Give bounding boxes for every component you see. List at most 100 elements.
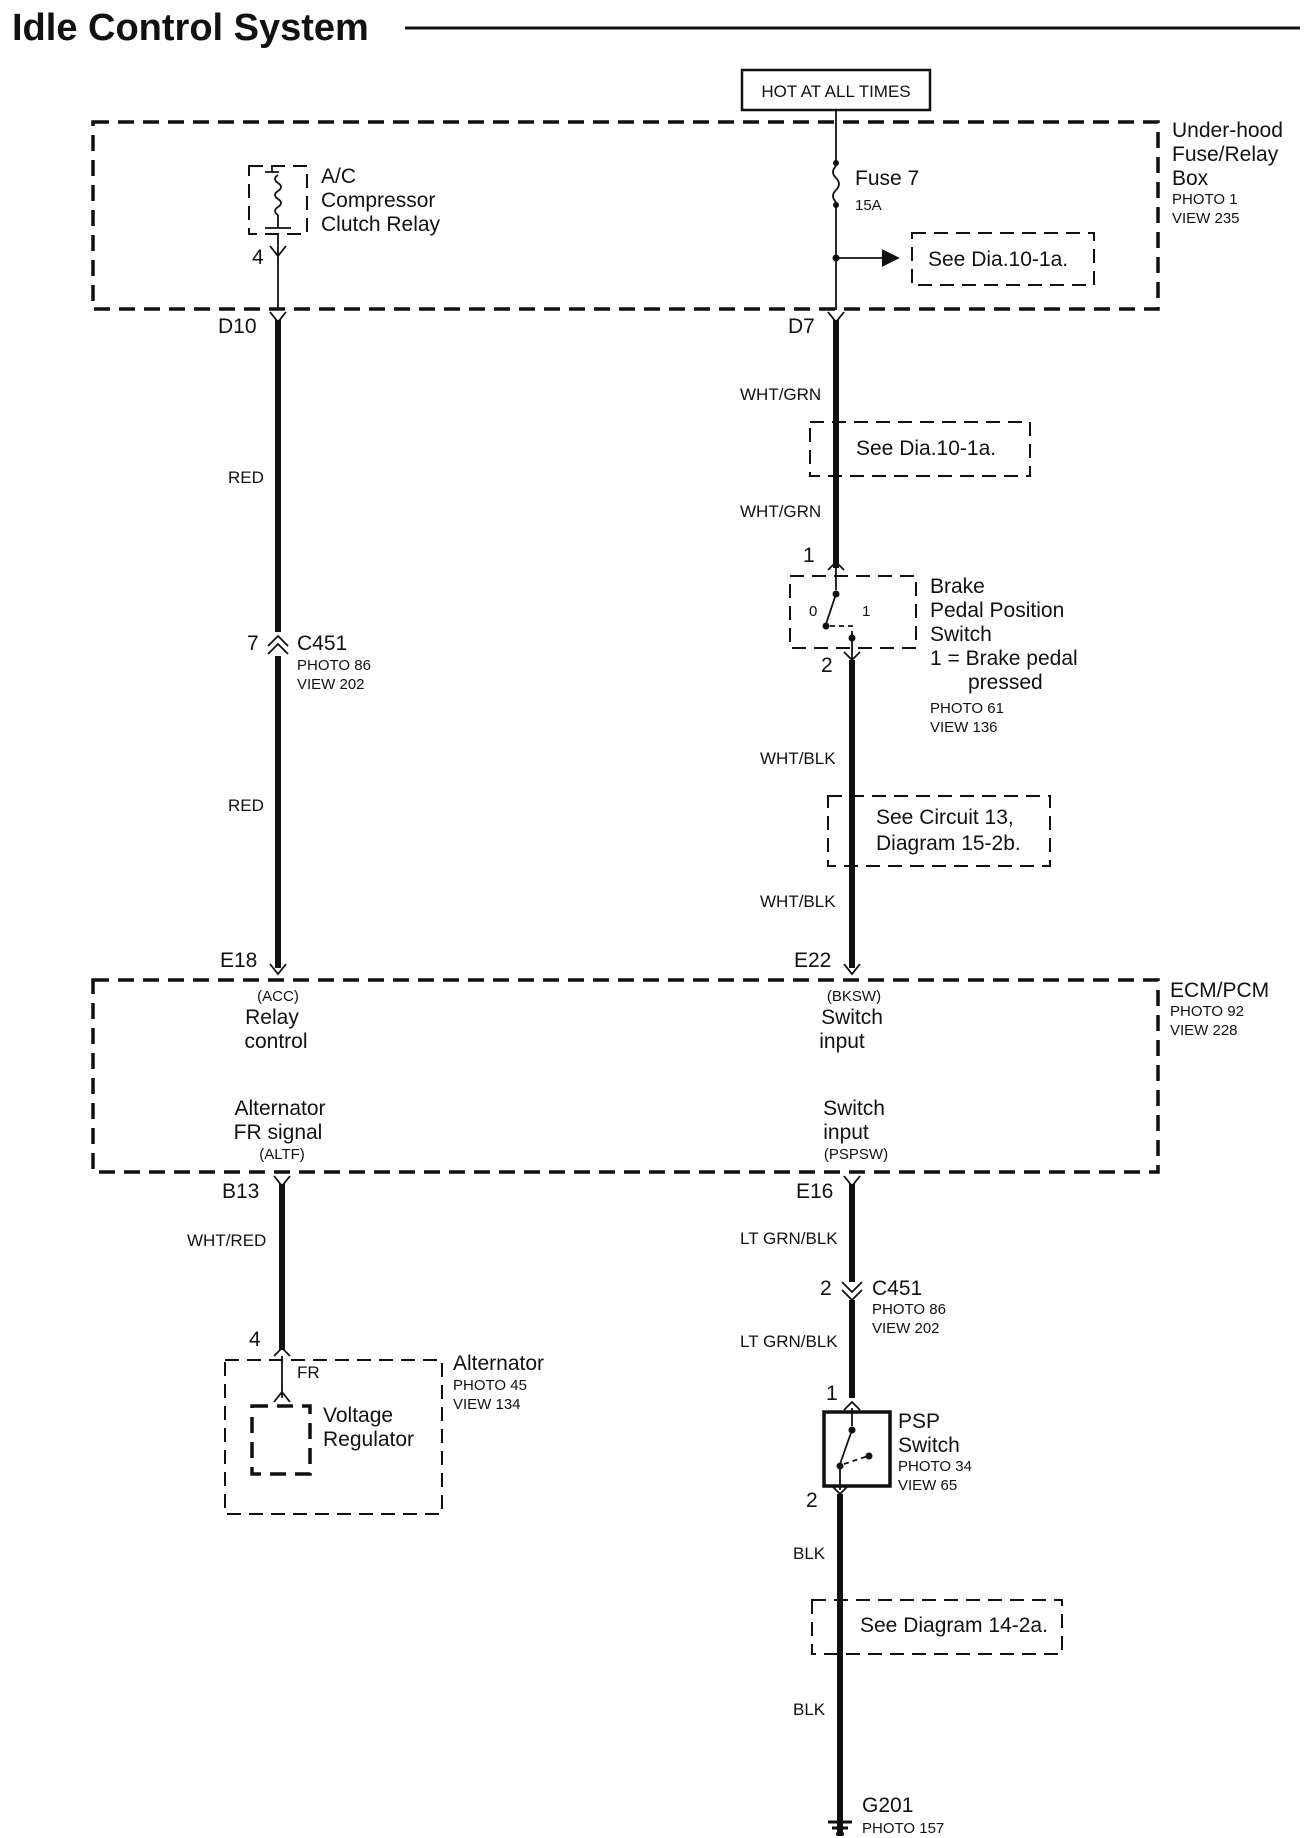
fuse-box-label-line2: Fuse/Relay xyxy=(1172,143,1279,166)
fuse-box-view: VIEW 235 xyxy=(1172,210,1240,227)
alternator-view: VIEW 134 xyxy=(453,1396,521,1413)
ecm-bksw-tag: (BKSW) xyxy=(827,988,881,1005)
brake-pin1-fork xyxy=(827,560,845,571)
psp-photo: PHOTO 34 xyxy=(898,1458,972,1475)
ecm-view: VIEW 228 xyxy=(1170,1022,1238,1039)
ref-circuit-13-line1[interactable]: See Circuit 13, xyxy=(876,806,1014,829)
brake-switch-pos-1: 1 xyxy=(862,603,870,620)
ecm-altf-line2: FR signal xyxy=(234,1121,323,1144)
alt-pin-4: 4 xyxy=(249,1328,261,1351)
ref-dia-10-1a-mid-box xyxy=(809,421,1031,477)
voltage-regulator-line1: Voltage xyxy=(323,1404,393,1427)
wire-label-red-upper: RED xyxy=(228,468,264,487)
brake-note-line1: 1 = Brake pedal xyxy=(930,647,1078,670)
brake-label-line3: Switch xyxy=(930,623,992,646)
hot-at-all-times-label: HOT AT ALL TIMES xyxy=(761,82,910,101)
ref-circuit-13-line2[interactable]: Diagram 15-2b. xyxy=(876,832,1021,855)
alt-fr-fork xyxy=(273,1390,291,1403)
c451-left-connector-icon xyxy=(267,634,289,655)
pin-d7: D7 xyxy=(788,315,815,338)
ecm-bksw-line1: Switch xyxy=(821,1006,883,1029)
brake-switch-pos-0: 0 xyxy=(809,603,817,620)
ecm-acc-tag: (ACC) xyxy=(257,988,299,1005)
page-title: Idle Control System xyxy=(12,7,369,49)
psp-pin-1: 1 xyxy=(826,1382,838,1405)
c451-left-name: C451 xyxy=(297,632,347,655)
relay-pin-4: 4 xyxy=(252,246,264,269)
ref-dia-14-2a[interactable]: See Diagram 14-2a. xyxy=(860,1614,1048,1637)
pin-e16: E16 xyxy=(796,1180,833,1203)
c451-left-view: VIEW 202 xyxy=(297,676,365,693)
ecm-pspsw-line2: input xyxy=(823,1121,869,1144)
fuse-name: Fuse 7 xyxy=(855,167,919,190)
psp-contact-1 xyxy=(865,1452,873,1460)
wire-label-blk-upper: BLK xyxy=(793,1544,826,1563)
relay-pin-fork xyxy=(269,245,287,258)
ground-icon xyxy=(828,1820,852,1836)
brake-label-line1: Brake xyxy=(930,575,985,598)
fuse-terminal-top xyxy=(833,160,839,166)
alt-fr-label: FR xyxy=(297,1363,320,1382)
pin-e22-fork xyxy=(843,963,861,976)
psp-label-line1: PSP xyxy=(898,1410,940,1433)
ref-dia-10-1a-mid[interactable]: See Dia.10-1a. xyxy=(856,437,996,460)
ecm-bksw-line2: input xyxy=(819,1030,865,1053)
wire-label-whtblk-lower: WHT/BLK xyxy=(760,892,836,911)
pin-e22: E22 xyxy=(794,949,831,972)
pin-e18: E18 xyxy=(220,949,257,972)
brake-label-line2: Pedal Position xyxy=(930,599,1064,622)
ecm-pspsw-tag: (PSPSW) xyxy=(824,1146,888,1163)
psp-switch-outline xyxy=(822,1410,892,1488)
ground-name: G201 xyxy=(862,1794,913,1817)
brake-switch-outline xyxy=(789,575,917,649)
brake-pin-1: 1 xyxy=(803,544,815,567)
ecm-photo: PHOTO 92 xyxy=(1170,1003,1244,1020)
fuse-icon xyxy=(832,165,840,203)
ecm-pspsw-line1: Switch xyxy=(823,1097,885,1120)
ecm-acc-line1: Relay xyxy=(245,1006,299,1029)
wire-label-whtgrn-lower: WHT/GRN xyxy=(740,502,821,521)
c451-left-pin: 7 xyxy=(247,632,259,655)
relay-coil-icon xyxy=(265,166,291,229)
ecm-acc-line2: control xyxy=(244,1030,307,1053)
fuse-relay-box-outline xyxy=(91,120,1160,311)
c451-right-connector-icon xyxy=(841,1281,863,1302)
relay-label-line1: A/C xyxy=(321,165,356,188)
psp-switch-path xyxy=(843,1455,869,1465)
voltage-regulator-outline xyxy=(250,1404,312,1476)
ref-circuit-13-box xyxy=(827,795,1051,867)
brake-switch-blade xyxy=(825,593,837,625)
ref-dia-10-1a-top[interactable]: See Dia.10-1a. xyxy=(928,248,1068,271)
wire-label-blk-lower: BLK xyxy=(793,1700,826,1719)
ecm-altf-tag: (ALTF) xyxy=(259,1146,305,1163)
fuse-box-photo: PHOTO 1 xyxy=(1172,191,1238,208)
brake-note-line2: pressed xyxy=(968,671,1043,694)
pin-d10: D10 xyxy=(218,315,257,338)
psp-label-line2: Switch xyxy=(898,1434,960,1457)
alternator-name: Alternator xyxy=(453,1352,544,1375)
wire-label-red-lower: RED xyxy=(228,796,264,815)
brake-photo: PHOTO 61 xyxy=(930,700,1004,717)
ecm-name: ECM/PCM xyxy=(1170,979,1269,1002)
psp-view: VIEW 65 xyxy=(898,1477,957,1494)
brake-contact-pivot xyxy=(822,622,830,630)
voltage-regulator-line2: Regulator xyxy=(323,1428,414,1451)
brake-view: VIEW 136 xyxy=(930,719,998,736)
relay-label-line3: Clutch Relay xyxy=(321,213,441,236)
pin-b13: B13 xyxy=(222,1180,259,1203)
ecm-altf-line1: Alternator xyxy=(234,1097,325,1120)
alternator-photo: PHOTO 45 xyxy=(453,1377,527,1394)
brake-pin-2: 2 xyxy=(821,654,833,677)
ref-dia-14-2a-box xyxy=(811,1599,1063,1655)
pin-e18-fork xyxy=(269,963,287,976)
wire-label-ltgrnblk-lower: LT GRN/BLK xyxy=(740,1332,838,1351)
fuse-box-label-line1: Under-hood xyxy=(1172,119,1283,142)
alternator-outline xyxy=(224,1359,443,1515)
wire-label-whtblk-upper: WHT/BLK xyxy=(760,749,836,768)
relay-label-line2: Compressor xyxy=(321,189,435,212)
psp-pin-2: 2 xyxy=(806,1489,818,1512)
c451-right-name: C451 xyxy=(872,1277,922,1300)
c451-left-photo: PHOTO 86 xyxy=(297,657,371,674)
fuse-rating: 15A xyxy=(855,197,882,214)
